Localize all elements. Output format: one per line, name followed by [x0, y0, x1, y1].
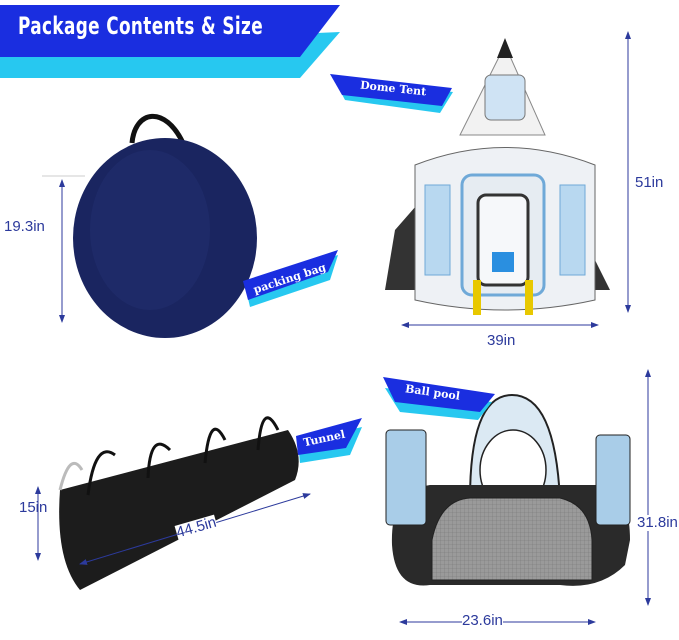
dome-tent-image: [385, 38, 610, 315]
page-title: Package Contents & Size: [18, 12, 264, 40]
tunnel-image: [58, 416, 299, 590]
ball-pool-height: 31.8in: [637, 514, 678, 531]
tunnel-height: 15in: [19, 499, 48, 516]
packing-bag-image: [73, 113, 257, 338]
dome-tent-height: 51in: [635, 174, 664, 191]
ball-pool-image: [385, 393, 631, 586]
packing-bag-height: 19.3in: [4, 218, 45, 235]
header-banner: [0, 5, 340, 78]
ball-pool-width: 23.6in: [462, 612, 503, 629]
dome-tent-width: 39in: [487, 332, 516, 349]
